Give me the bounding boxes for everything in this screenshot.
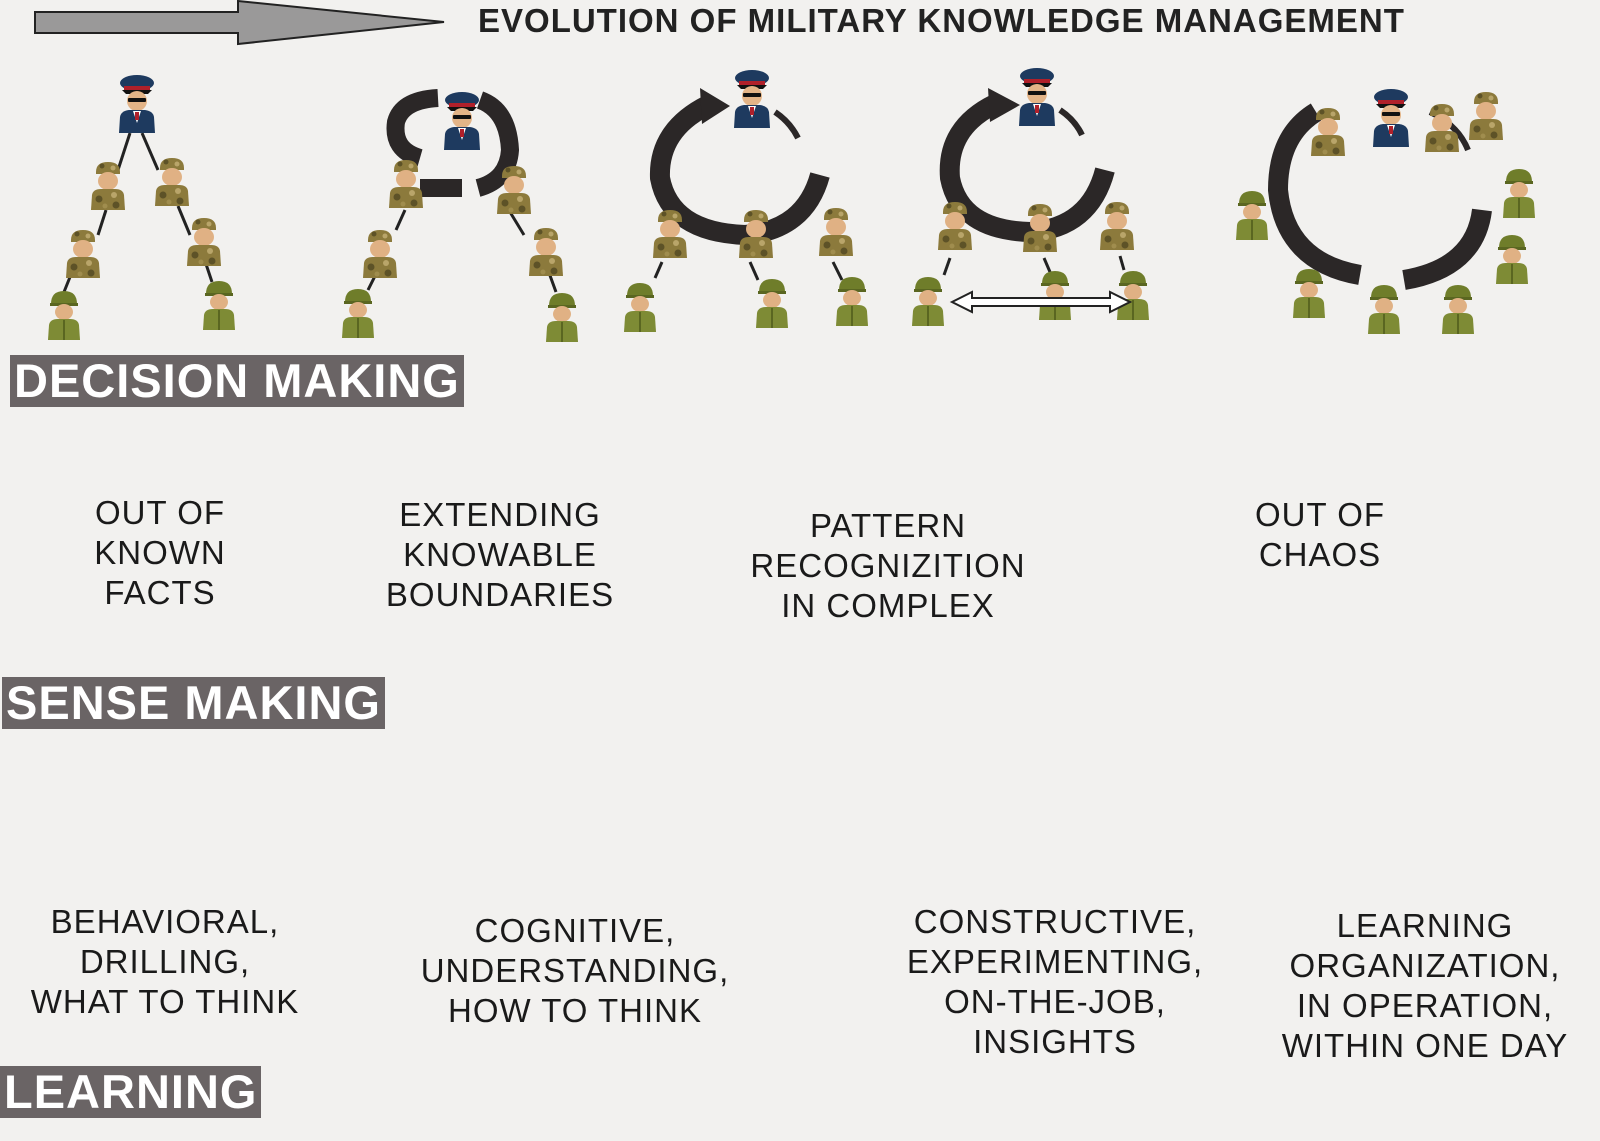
camo-soldier-icon — [389, 160, 423, 208]
learning-caption-constructive: CONSTRUCTIVE, EXPERIMENTING, ON-THE-JOB,… — [906, 903, 1204, 1060]
stage-2-extending — [341, 89, 579, 343]
officer-icon — [1019, 68, 1055, 126]
stage-3-pattern — [623, 70, 869, 333]
double-arrow-icon — [949, 290, 1133, 314]
learning-label: LEARNING — [0, 1066, 262, 1118]
helmet-soldier-icon — [755, 278, 789, 329]
helmet-soldier-icon — [202, 280, 236, 331]
stage-4-complex — [911, 68, 1150, 327]
decision-making-label: DECISION MAKING — [10, 355, 464, 407]
camo-soldier-icon — [1100, 202, 1134, 250]
learning-caption-behavioral: BEHAVIORAL, DRILLING, WHAT TO THINK — [30, 903, 300, 1020]
helmet-soldier-icon — [1367, 284, 1401, 335]
camo-soldier-icon — [187, 218, 221, 266]
stage-1-hierarchy — [47, 75, 236, 341]
officer-icon — [1373, 89, 1409, 147]
helmet-soldier-icon — [1116, 270, 1150, 321]
stage-5-chaos — [1235, 89, 1536, 335]
helmet-soldier-icon — [623, 282, 657, 333]
camo-soldier-icon — [1469, 92, 1503, 140]
helmet-soldier-icon — [1038, 270, 1072, 321]
stage-caption-knowable-boundaries: EXTENDING KNOWABLE BOUNDARIES — [385, 496, 615, 613]
right-arrow-icon — [34, 0, 445, 46]
camo-soldier-icon — [529, 228, 563, 276]
camo-soldier-icon — [66, 230, 100, 278]
camo-soldier-icon — [363, 230, 397, 278]
helmet-soldier-icon — [911, 276, 945, 327]
officer-icon — [444, 92, 480, 150]
helmet-soldier-icon — [341, 288, 375, 339]
helmet-soldier-icon — [835, 276, 869, 327]
stage-caption-chaos: OUT OF CHAOS — [1254, 496, 1386, 573]
helmet-soldier-icon — [1292, 268, 1326, 319]
helmet-soldier-icon — [47, 290, 81, 341]
sense-making-label: SENSE MAKING — [2, 677, 385, 729]
camo-soldier-icon — [819, 208, 853, 256]
officer-icon — [734, 70, 770, 128]
evolution-figures — [47, 68, 1536, 343]
helmet-soldier-icon — [1441, 284, 1475, 335]
stage-caption-known-facts: OUT OF KNOWN FACTS — [94, 494, 226, 611]
learning-caption-learning-organization: LEARNING ORGANIZATION, IN OPERATION, WIT… — [1281, 907, 1569, 1064]
helmet-soldier-icon — [1495, 234, 1529, 285]
officer-icon — [119, 75, 155, 133]
camo-soldier-icon — [91, 162, 125, 210]
camo-soldier-icon — [155, 158, 189, 206]
stage-caption-pattern-recognition: PATTERN RECOGNIZITION IN COMPLEX — [750, 507, 1026, 624]
helmet-soldier-icon — [545, 292, 579, 343]
helmet-soldier-icon — [1502, 168, 1536, 219]
learning-caption-cognitive: COGNITIVE, UNDERSTANDING, HOW TO THINK — [420, 912, 730, 1029]
helmet-soldier-icon — [1235, 190, 1269, 241]
diagram-title: EVOLUTION OF MILITARY KNOWLEDGE MANAGEME… — [478, 2, 1405, 39]
